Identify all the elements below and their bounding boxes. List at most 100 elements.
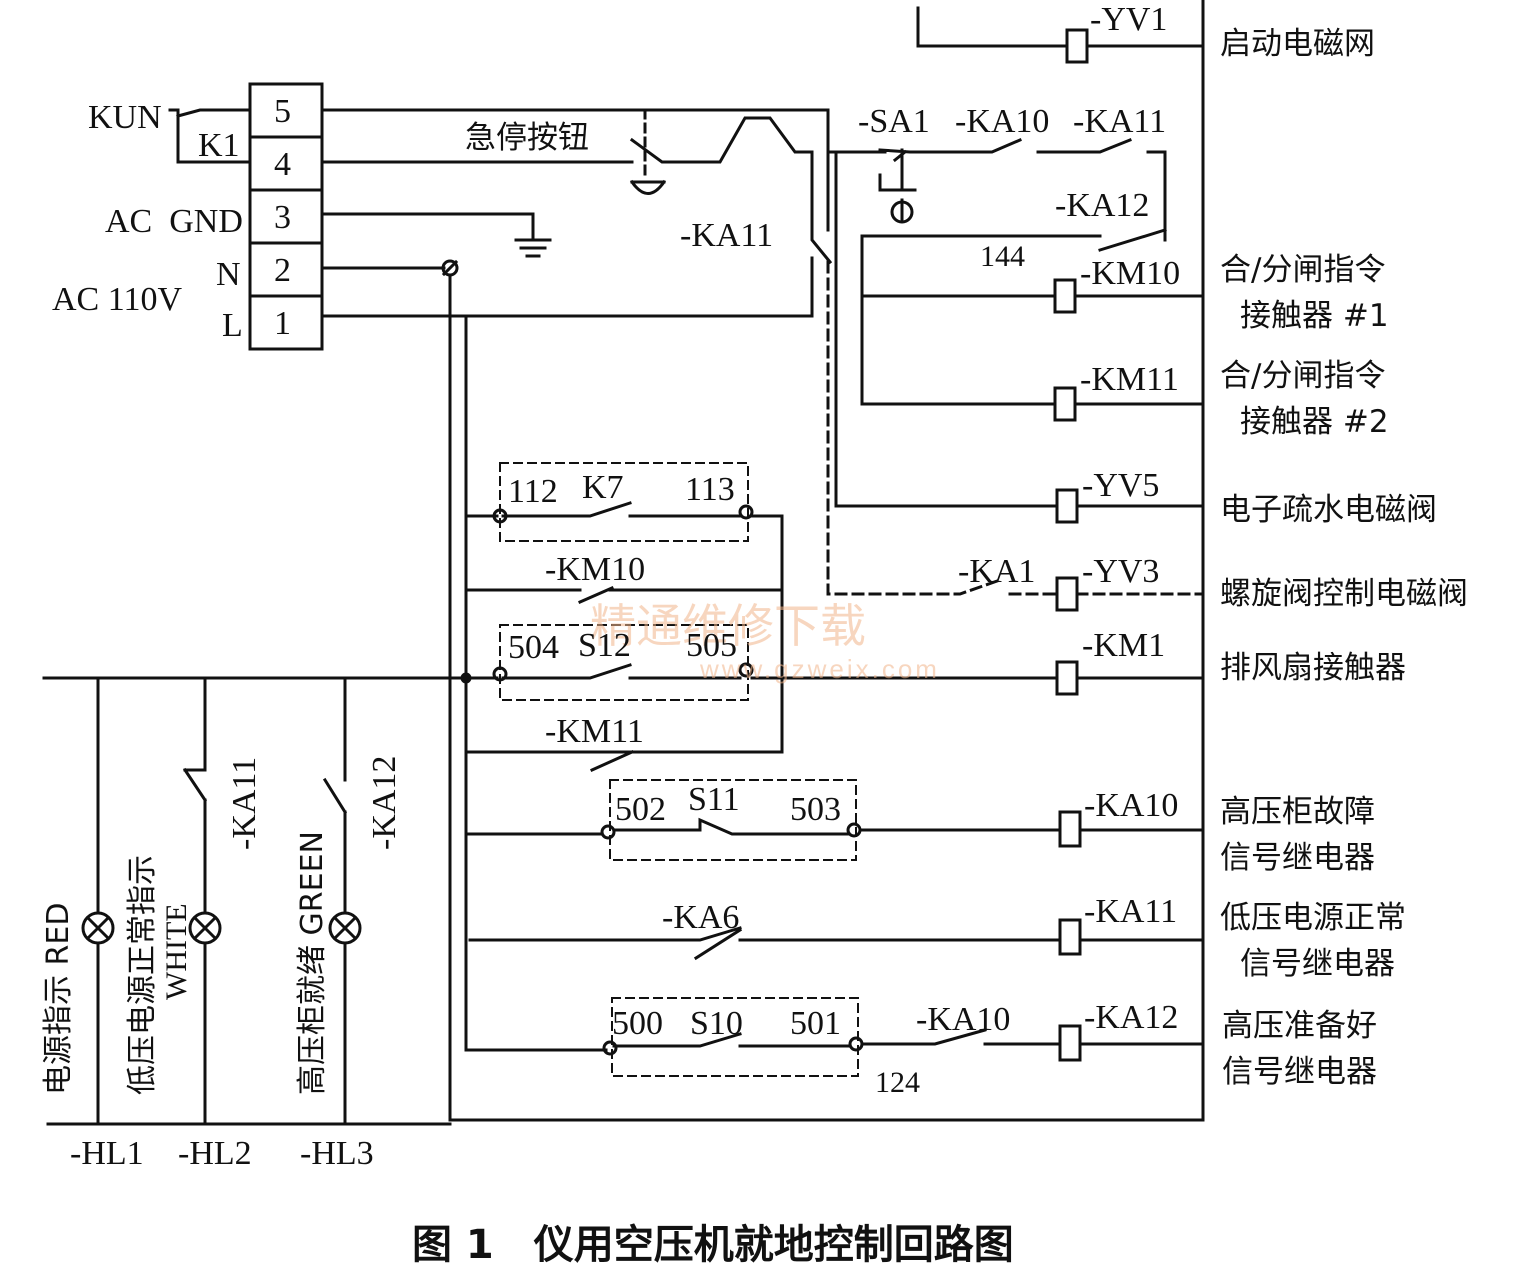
yv3-tag: -YV3 xyxy=(1082,553,1159,590)
estop-button xyxy=(629,179,667,195)
ac110v-label: AC 110V xyxy=(52,281,182,318)
node-144-label: 144 xyxy=(980,240,1025,273)
ka12-tag: -KA12 xyxy=(1084,999,1178,1036)
s10-box xyxy=(611,997,859,1077)
k7-name-label: K7 xyxy=(582,469,624,506)
yv5-tag: -YV5 xyxy=(1082,467,1159,504)
km11-contact-label: -KM11 xyxy=(545,713,644,750)
terminal-2-label: 2 xyxy=(274,252,291,289)
s10-right-node xyxy=(848,1036,864,1052)
s11-branch xyxy=(464,817,1205,836)
k7-box xyxy=(499,462,749,542)
km11-contact-branch xyxy=(464,750,784,772)
km1-desc: 排风扇接触器 xyxy=(1220,650,1406,686)
node-124-label: 124 xyxy=(875,1066,920,1099)
km11-desc-2: 接触器 #2 xyxy=(1240,404,1389,440)
ka12-desc-2: 信号继电器 xyxy=(1222,1054,1377,1090)
hl2-lamp-icon xyxy=(188,911,222,945)
s11-left-node xyxy=(600,824,616,840)
s11-name-label: S11 xyxy=(688,781,740,818)
k7-branch xyxy=(464,501,784,752)
yv5-desc: 电子疏水电磁阀 xyxy=(1220,492,1437,528)
estop-label: 急停按钮 xyxy=(465,120,589,156)
ka10-bottom-label: -KA10 xyxy=(916,1001,1010,1038)
n-bus xyxy=(448,273,1205,1122)
ka12-desc-1: 高压准备好 xyxy=(1222,1008,1377,1044)
km10-desc-1: 合/分闸指令 xyxy=(1220,252,1385,288)
sa1-label: -SA1 xyxy=(858,103,930,140)
yv5-feed xyxy=(826,108,1205,508)
s12-name-label: S12 xyxy=(578,627,631,664)
kun-label: KUN xyxy=(88,99,162,136)
hl2-tag: -HL2 xyxy=(178,1135,252,1172)
junction-dot xyxy=(460,672,472,684)
hl2-contact-label: -KA11 xyxy=(226,757,263,850)
s12-box xyxy=(499,624,749,701)
yv1-desc: 启动电磁网 xyxy=(1220,26,1375,62)
t4-line xyxy=(320,116,814,232)
km10-tag: -KM10 xyxy=(1080,255,1180,292)
hl3-desc: 高压柜就绪 GREEN xyxy=(295,831,330,1095)
hl1-desc: 电源指示 RED xyxy=(41,903,76,1095)
hl2-color: WHITE xyxy=(160,903,193,1000)
hl2-line xyxy=(183,676,207,1126)
watermark-url: www.gzweix.com xyxy=(699,654,940,684)
hl3-line xyxy=(322,676,348,1126)
k1-label: K1 xyxy=(198,127,240,164)
km1-coil xyxy=(1055,660,1079,696)
l-label: L xyxy=(222,307,243,344)
terminal-1-label: 1 xyxy=(274,305,291,342)
ka10-desc-2: 信号继电器 xyxy=(1220,840,1375,876)
hl1-lamp-icon xyxy=(81,911,115,945)
hl2-desc: 低压电源正常指示 xyxy=(125,855,160,1095)
ka6-branch xyxy=(468,926,1205,961)
yv1-coil xyxy=(1065,28,1089,64)
terminal-block xyxy=(248,82,324,351)
s10-branch xyxy=(464,1028,1205,1052)
s10-right-label: 501 xyxy=(790,1005,841,1042)
ka11-desc-2: 信号继电器 xyxy=(1240,946,1395,982)
km11-tag: -KM11 xyxy=(1080,361,1179,398)
ka11-top-label: -KA11 xyxy=(680,217,773,254)
ka11-desc-1: 低压电源正常 xyxy=(1220,900,1406,936)
s12-left-label: 504 xyxy=(508,629,559,666)
watermark-main: 精通维修下载 xyxy=(590,599,866,653)
ka10-coil xyxy=(1058,810,1082,848)
yv1-tag: -YV1 xyxy=(1090,1,1167,38)
ka1-label: -KA1 xyxy=(958,553,1035,590)
figure-caption: 图 1 仪用空压机就地控制回路图 xyxy=(412,1222,1014,1268)
yv1-branch xyxy=(916,6,1205,48)
ka12-top-label: -KA12 xyxy=(1055,187,1149,224)
yv3-desc: 螺旋阀控制电磁阀 xyxy=(1220,576,1468,612)
ac-gnd-label: AC GND xyxy=(105,203,243,240)
s12-branch xyxy=(42,663,1205,680)
km10-coil xyxy=(1053,278,1077,314)
s10-left-label: 500 xyxy=(612,1005,663,1042)
s11-box xyxy=(609,779,857,861)
ka10-tag: -KA10 xyxy=(1084,787,1178,824)
yv3-coil xyxy=(1055,576,1079,612)
terminal-5-label: 5 xyxy=(274,93,291,130)
hl3-lamp-icon xyxy=(328,911,362,945)
s11-right-label: 503 xyxy=(790,791,841,828)
ka11-contact-top xyxy=(320,228,833,318)
s10-left-node xyxy=(602,1040,618,1056)
ka11-tag: -KA11 xyxy=(1084,893,1177,930)
n-label: N xyxy=(216,256,241,293)
km11-coil xyxy=(1053,386,1077,422)
ka10-desc-1: 高压柜故障 xyxy=(1220,794,1375,830)
hl1-tag: -HL1 xyxy=(70,1135,144,1172)
ka12-coil xyxy=(1058,1024,1082,1062)
s10-name-label: S10 xyxy=(690,1005,743,1042)
ka11-right-label: -KA11 xyxy=(1073,103,1166,140)
s12-right-node xyxy=(738,662,754,678)
s11-left-label: 502 xyxy=(615,791,666,828)
hl3-tag: -HL3 xyxy=(300,1135,374,1172)
terminal-4-label: 4 xyxy=(274,146,291,183)
km10-contact-label: -KM10 xyxy=(545,551,645,588)
ka12-contact-right xyxy=(860,228,1167,406)
sa1-branch xyxy=(834,138,1167,242)
yv3-dashed xyxy=(826,260,1205,596)
km1-tag: -KM1 xyxy=(1082,627,1165,664)
ka6-label: -KA6 xyxy=(662,899,739,936)
